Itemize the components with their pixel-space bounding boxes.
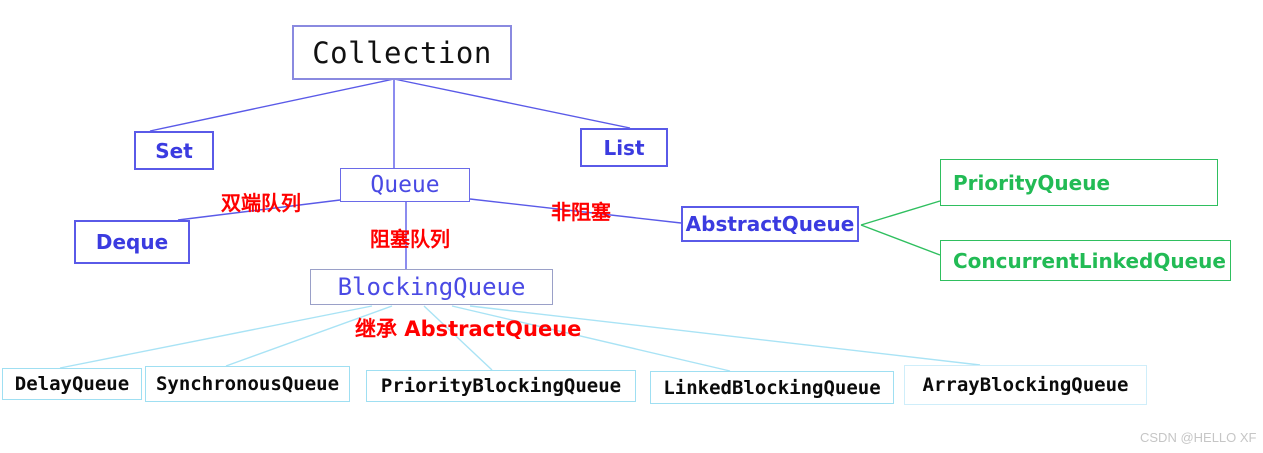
node-label: LinkedBlockingQueue	[663, 376, 881, 399]
node-label: PriorityQueue	[953, 170, 1111, 195]
node-label: DelayQueue	[14, 373, 130, 395]
node-deque[interactable]: Deque	[74, 220, 190, 264]
edge-collection-list	[393, 78, 631, 129]
node-concurrent-linked-queue[interactable]: ConcurrentLinkedQueue	[940, 240, 1231, 281]
node-abstract-queue[interactable]: AbstractQueue	[681, 206, 859, 242]
node-queue[interactable]: Queue	[340, 168, 470, 202]
watermark: CSDN @HELLO XF	[1140, 430, 1257, 445]
edge-collection-set	[149, 78, 395, 132]
node-label: ConcurrentLinkedQueue	[953, 248, 1226, 273]
edge-blockingqueue-delayqueue	[59, 305, 373, 369]
node-priority-blocking-queue[interactable]: PriorityBlockingQueue	[366, 370, 636, 402]
label-blocking: 阻塞队列	[370, 227, 450, 251]
node-blocking-queue[interactable]: BlockingQueue	[310, 269, 553, 305]
label-deque: 双端队列	[221, 191, 301, 215]
node-delay-queue[interactable]: DelayQueue	[2, 368, 142, 400]
node-linked-blocking-queue[interactable]: LinkedBlockingQueue	[650, 371, 894, 404]
node-synchronous-queue[interactable]: SynchronousQueue	[145, 366, 350, 402]
node-label: AbstractQueue	[685, 212, 855, 236]
node-label: BlockingQueue	[337, 273, 526, 301]
node-collection[interactable]: Collection	[292, 25, 512, 80]
node-set[interactable]: Set	[134, 131, 214, 170]
node-label: Collection	[312, 35, 492, 70]
node-array-blocking-queue[interactable]: ArrayBlockingQueue	[904, 365, 1147, 405]
node-label: ArrayBlockingQueue	[922, 374, 1129, 396]
node-list[interactable]: List	[580, 128, 668, 167]
label-inherit: 继承 AbstractQueue	[355, 317, 582, 341]
node-label: Set	[155, 138, 193, 163]
edge-abstractqueue-priorityqueue	[860, 200, 941, 226]
node-label: Queue	[370, 172, 440, 198]
node-label: List	[603, 135, 645, 160]
node-label: SynchronousQueue	[155, 373, 340, 395]
label-nonblock: 非阻塞	[551, 200, 611, 224]
node-priority-queue[interactable]: PriorityQueue	[940, 159, 1218, 206]
edge-abstractqueue-concurrent	[860, 224, 941, 256]
node-label: PriorityBlockingQueue	[380, 375, 622, 397]
node-label: Deque	[95, 230, 169, 254]
